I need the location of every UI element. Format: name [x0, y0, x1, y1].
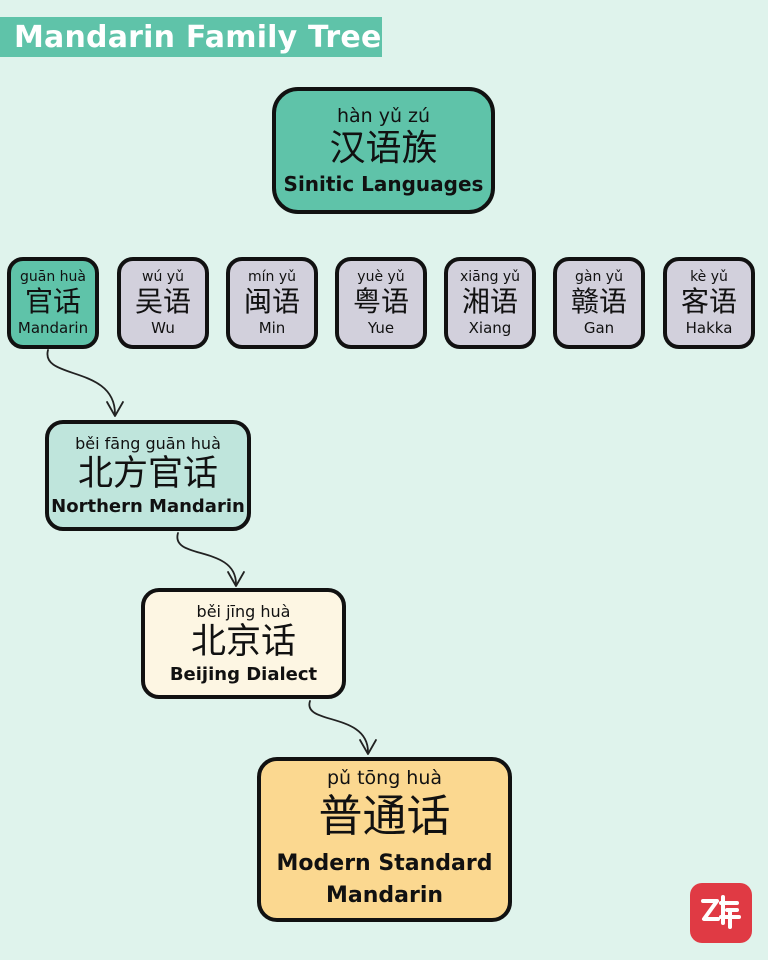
node-hanzi: 湘语 [461, 284, 518, 318]
arrowhead-northern [106, 401, 124, 417]
node-english: Yue [367, 319, 395, 338]
node-pinyin: mín yǔ [247, 268, 296, 285]
page-title: Mandarin Family Tree [0, 17, 382, 57]
node-english: Northern Mandarin [51, 495, 245, 517]
node-hanzi: 闽语 [243, 284, 300, 318]
zi-logo-icon [690, 883, 752, 943]
node-branch-mandarin: guān huà 官话 Mandarin [7, 257, 99, 349]
node-sinitic-languages: hàn yǔ zú 汉语族 Sinitic Languages [272, 87, 495, 214]
node-english-line2: Mandarin [325, 882, 444, 908]
node-pinyin: yuè yǔ [357, 268, 405, 285]
node-pinyin: gàn yǔ [575, 268, 623, 285]
node-english-line1: Modern Standard [276, 850, 493, 876]
node-english: Beijing Dialect [169, 663, 318, 685]
node-pinyin: guān huà [20, 268, 86, 285]
node-pinyin: pǔ tōng huà [326, 767, 443, 790]
node-hanzi: 客语 [680, 284, 737, 318]
node-branch-gan: gàn yǔ 赣语 Gan [553, 257, 645, 349]
arrowhead-standard [359, 739, 377, 755]
node-pinyin: běi fāng guān huà [75, 434, 221, 454]
zi-logo-glyph-icon [701, 895, 741, 929]
node-hanzi: 汉语族 [329, 127, 438, 169]
node-english: Wu [151, 319, 175, 338]
node-english: Mandarin [17, 319, 89, 338]
node-hanzi: 赣语 [570, 284, 627, 318]
node-branch-hakka: kè yǔ 客语 Hakka [663, 257, 755, 349]
node-branch-wu: wú yǔ 吴语 Wu [117, 257, 209, 349]
node-english: Min [258, 319, 286, 338]
node-hanzi: 粤语 [352, 284, 409, 318]
node-branch-min: mín yǔ 闽语 Min [226, 257, 318, 349]
arrow-northern-to-beijing [176, 532, 237, 585]
arrowhead-beijing [227, 571, 245, 587]
arrow-beijing-to-standard [308, 700, 369, 753]
node-modern-standard-mandarin: pǔ tōng huà 普通话 Modern Standard Mandarin [257, 757, 512, 922]
node-branch-yue: yuè yǔ 粤语 Yue [335, 257, 427, 349]
node-pinyin: běi jīng huà [196, 602, 291, 622]
node-hanzi: 吴语 [134, 284, 191, 318]
node-hanzi: 北京话 [190, 622, 296, 663]
arrow-mandarin-to-northern [46, 349, 116, 415]
node-hanzi: 北方官话 [77, 454, 218, 495]
node-pinyin: xiāng yǔ [459, 268, 521, 285]
node-hanzi: 官话 [24, 284, 81, 318]
node-pinyin: hàn yǔ zú [336, 104, 431, 127]
node-english: Sinitic Languages [283, 172, 484, 197]
node-pinyin: kè yǔ [690, 268, 728, 285]
node-beijing-dialect: běi jīng huà 北京话 Beijing Dialect [141, 588, 346, 699]
node-northern-mandarin: běi fāng guān huà 北方官话 Northern Mandarin [45, 420, 251, 531]
node-pinyin: wú yǔ [142, 268, 184, 285]
node-branch-xiang: xiāng yǔ 湘语 Xiang [444, 257, 536, 349]
node-english: Xiang [468, 319, 512, 338]
node-english: Gan [583, 319, 615, 338]
node-english: Hakka [685, 319, 733, 338]
node-hanzi: 普通话 [318, 791, 451, 843]
